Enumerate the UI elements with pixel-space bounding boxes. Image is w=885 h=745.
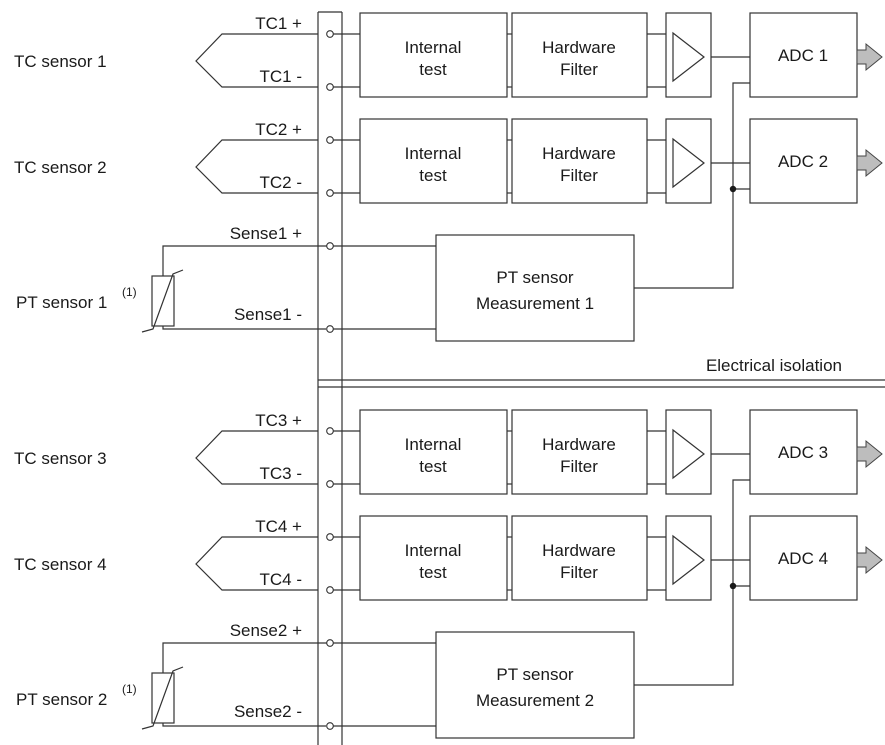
amplifier-icon <box>672 428 705 480</box>
tc-channel: TC sensor 1 TC1 + TC1 - Internal test Hardwar… <box>14 12 883 98</box>
pt-sense-minus-label: Sense1 - <box>234 305 302 324</box>
amplifier-icon <box>672 31 705 83</box>
pt-block-label-1: PT sensor <box>496 665 574 684</box>
junction-dot <box>729 185 737 193</box>
hardware-filter-label-2: Filter <box>560 60 598 79</box>
hardware-filter-label-1: Hardware <box>542 144 616 163</box>
terminal <box>326 639 334 647</box>
hardware-filter-block <box>511 409 648 495</box>
pt-sense-minus-label: Sense2 - <box>234 702 302 721</box>
hardware-filter-block <box>511 515 648 601</box>
terminal <box>326 722 334 730</box>
pt-footnote-marker: (1) <box>122 285 137 299</box>
adc-block <box>749 118 858 204</box>
tc-minus-label: TC2 - <box>260 173 303 192</box>
isolation-label: Electrical isolation <box>706 356 842 375</box>
internal-test-label-1: Internal <box>405 541 462 560</box>
pt-sense-plus-label: Sense2 + <box>230 621 302 640</box>
hardware-filter-label-1: Hardware <box>542 435 616 454</box>
pt-footnote-marker: (1) <box>122 682 137 696</box>
pt-block-label-1: PT sensor <box>496 268 574 287</box>
internal-test-label-2: test <box>419 166 447 185</box>
tc-sensor-label: TC sensor 4 <box>14 555 107 574</box>
pt-output-bus <box>634 479 750 686</box>
terminal <box>326 136 334 144</box>
pt-channel: PT sensor 1 (1) Sense1 + Sense1 - PT sensorM… <box>16 224 635 342</box>
tc-plus-label: TC1 + <box>255 14 302 33</box>
tc-sensor-label: TC sensor 2 <box>14 158 107 177</box>
adc-label: ADC 2 <box>778 152 828 171</box>
adc-output-arrow <box>856 148 883 178</box>
tc-channel: TC sensor 2 TC2 + TC2 - Internal test Hardwar… <box>14 118 883 204</box>
pt-wire-plus <box>162 245 333 276</box>
hardware-filter-block <box>511 118 648 204</box>
thermocouple-probe <box>195 430 318 485</box>
hardware-filter-label-2: Filter <box>560 563 598 582</box>
adc-output-arrow <box>856 545 883 575</box>
terminal <box>326 480 334 488</box>
tc-plus-label: TC3 + <box>255 411 302 430</box>
pt-sensor-label: PT sensor 2 <box>16 690 107 709</box>
internal-test-label-1: Internal <box>405 144 462 163</box>
pt-block-label-2: Measurement 2 <box>476 691 594 710</box>
internal-test-block <box>359 409 508 495</box>
adc-label: ADC 3 <box>778 443 828 462</box>
tc-plus-label: TC4 + <box>255 517 302 536</box>
internal-test-block <box>359 118 508 204</box>
tc-minus-label: TC1 - <box>260 67 303 86</box>
terminal <box>326 533 334 541</box>
hardware-filter-label-1: Hardware <box>542 541 616 560</box>
pt-measurement-block <box>435 234 635 342</box>
hardware-filter-label-1: Hardware <box>542 38 616 57</box>
tc-channel: TC sensor 4 TC4 + TC4 - Internal test Hardwar… <box>14 515 883 601</box>
internal-test-label-1: Internal <box>405 38 462 57</box>
internal-test-block <box>359 12 508 98</box>
adc-label: ADC 1 <box>778 46 828 65</box>
terminal <box>326 189 334 197</box>
hardware-filter-block <box>511 12 648 98</box>
pt-sensor-label: PT sensor 1 <box>16 293 107 312</box>
amplifier-icon <box>672 137 705 189</box>
pt-sense-plus-label: Sense1 + <box>230 224 302 243</box>
terminal <box>326 83 334 91</box>
pt-block-label-2: Measurement 1 <box>476 294 594 313</box>
thermocouple-probe <box>195 536 318 591</box>
tc-minus-label: TC4 - <box>260 570 303 589</box>
pt-measurement-block <box>435 631 635 739</box>
thermocouple-probe <box>195 139 318 194</box>
terminal <box>326 427 334 435</box>
internal-test-label-2: test <box>419 563 447 582</box>
internal-test-label-2: test <box>419 457 447 476</box>
tc-channel: TC sensor 3 TC3 + TC3 - Internal test Hardwar… <box>14 409 883 495</box>
terminal <box>326 30 334 38</box>
hardware-filter-label-2: Filter <box>560 166 598 185</box>
pt-output-bus <box>634 82 750 289</box>
adc-label: ADC 4 <box>778 549 828 568</box>
internal-test-label-1: Internal <box>405 435 462 454</box>
pt-resistor-slash <box>141 269 184 333</box>
pt-channel: PT sensor 2 (1) Sense2 + Sense2 - PT sensorM… <box>16 621 635 739</box>
junction-dot <box>729 582 737 590</box>
tc-plus-label: TC2 + <box>255 120 302 139</box>
tc-minus-label: TC3 - <box>260 464 303 483</box>
adc-output-arrow <box>856 439 883 469</box>
hardware-filter-label-2: Filter <box>560 457 598 476</box>
adc-block <box>749 409 858 495</box>
amplifier-icon <box>672 534 705 586</box>
pt-resistor-slash <box>141 666 184 730</box>
pt-wire-plus <box>162 642 333 673</box>
terminal <box>326 586 334 594</box>
tc-sensor-label: TC sensor 1 <box>14 52 107 71</box>
terminal <box>326 242 334 250</box>
internal-test-block <box>359 515 508 601</box>
terminal <box>326 325 334 333</box>
tc-sensor-label: TC sensor 3 <box>14 449 107 468</box>
adc-output-arrow <box>856 42 883 72</box>
thermocouple-probe <box>195 33 318 88</box>
adc-block <box>749 515 858 601</box>
internal-test-label-2: test <box>419 60 447 79</box>
